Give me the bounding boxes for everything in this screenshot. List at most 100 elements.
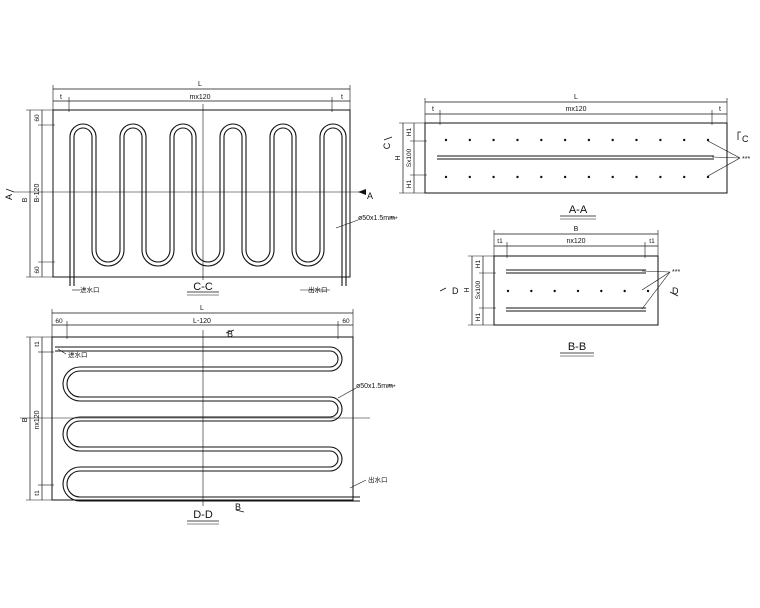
dd-pipe-inner <box>55 350 360 502</box>
view-aa <box>383 98 741 220</box>
rebar-dot <box>635 175 638 179</box>
rebar-dot <box>611 138 614 142</box>
rebar-dot <box>587 175 591 179</box>
dd-outlet-label: 出水口 <box>368 475 388 484</box>
bb-rebar-dots <box>506 289 650 293</box>
rebar-dot <box>516 138 519 142</box>
cc-view-title: C-C <box>193 281 213 293</box>
dd-dim-n120: nx120 <box>34 410 41 429</box>
cc-inlet-label: 进水口 <box>80 285 100 294</box>
rebar-dot <box>563 175 567 179</box>
aa-view-title: A-A <box>569 204 588 216</box>
cc-dim-60-bottom: 60 <box>34 266 41 274</box>
dd-dim-l: L <box>200 305 204 312</box>
rebar-dot <box>506 289 510 293</box>
bb-dim-h1-top: H1 <box>475 259 482 268</box>
rebar-dot <box>706 138 710 142</box>
dd-view-title: D-D <box>193 509 213 521</box>
dd-pipe-label: ø50x1.5mm <box>356 383 393 390</box>
dd-dim-60-right: 60 <box>342 318 350 325</box>
bb-view-title: B-B <box>568 341 586 353</box>
cc-dim-60-top: 60 <box>34 114 41 122</box>
rebar-dot <box>530 289 533 293</box>
cc-dim-l: L <box>198 81 202 88</box>
cc-dim-t-left: t <box>60 94 62 101</box>
aa-section-mark-right: C <box>742 134 749 144</box>
bb-note: *** <box>672 269 680 276</box>
rebar-dot <box>468 175 471 179</box>
bb-dim-t1-left: t1 <box>497 238 503 245</box>
rebar-dot <box>683 175 686 179</box>
view-bb <box>439 230 679 357</box>
aa-dim-s100: Sx100 <box>406 148 413 167</box>
rebar-dot <box>706 175 710 179</box>
rebar-dot <box>611 175 614 179</box>
view-cc <box>5 85 366 296</box>
cc-dim-t-right: t <box>341 94 343 101</box>
rebar-dot <box>623 289 626 293</box>
aa-dim-l: L <box>574 94 578 101</box>
cc-outlet-label: 出水口 <box>308 285 328 294</box>
rebar-dot <box>659 138 662 142</box>
aa-section-mark-left: C <box>382 142 392 149</box>
rebar-dot <box>516 175 519 179</box>
aa-dim-h1-top: H1 <box>406 127 413 136</box>
rebar-dot <box>600 289 603 293</box>
dd-dim-t1-top: t1 <box>34 341 41 347</box>
cc-slab-outline <box>52 109 351 278</box>
dd-section-mark-top: B <box>227 329 233 339</box>
rebar-dot <box>683 138 686 142</box>
view-cc-text: L mx120 t t B B-120 60 60 A A ø50x1.5mm … <box>4 81 398 294</box>
rebar-dot <box>587 138 591 142</box>
dd-slab-outline <box>51 336 354 501</box>
rebar-dot <box>540 175 543 179</box>
view-aa-text: L mx120 t t H H1 H1 Sx100 C C *** A-A <box>382 94 750 216</box>
rebar-dot <box>553 289 556 293</box>
cc-dim-b120: B-120 <box>34 184 41 203</box>
dd-dim-60-left: 60 <box>55 318 63 325</box>
dd-dim-l120: L-120 <box>193 318 211 325</box>
dd-inlet-label: 进水口 <box>68 350 88 359</box>
aa-note: *** <box>742 156 750 163</box>
bb-slab-outline <box>493 255 659 326</box>
rebar-dot <box>646 289 650 293</box>
aa-rebar-dots <box>444 138 710 179</box>
rebar-dot <box>444 175 448 179</box>
dd-dim-b: B <box>22 417 29 422</box>
rebar-dot <box>492 175 495 179</box>
bb-dim-s100: Sx100 <box>475 280 482 299</box>
rebar-dot <box>635 138 638 142</box>
bb-section-mark-left: D <box>452 286 459 296</box>
dd-pipe-suffix: *** <box>388 384 396 391</box>
dd-pipe-outer <box>55 346 360 498</box>
cc-dim-m120: mx120 <box>189 94 210 101</box>
rebar-dot <box>563 138 567 142</box>
cc-section-mark-right: A <box>367 191 373 201</box>
aa-dim-m120: mx120 <box>565 106 586 113</box>
aa-dim-t-left: t <box>432 106 434 113</box>
cc-pipe-inner <box>73 127 343 286</box>
bb-dim-h1-bottom: H1 <box>475 312 482 321</box>
cc-dim-b: B <box>22 197 29 202</box>
cc-pipe-suffix: *** <box>390 216 398 223</box>
bb-dim-h: H <box>464 287 471 292</box>
bb-dim-b: B <box>574 226 579 233</box>
bb-dim-n120: nx120 <box>566 238 585 245</box>
view-dd <box>20 309 370 525</box>
cc-section-mark-left: A <box>4 194 14 200</box>
aa-dim-t-right: t <box>719 106 721 113</box>
rebar-dot <box>659 175 662 179</box>
rebar-dot <box>492 138 495 142</box>
dd-section-mark-bottom: B <box>235 502 241 512</box>
dd-dim-t1-bottom: t1 <box>34 490 41 496</box>
bb-dim-t1-right: t1 <box>649 238 655 245</box>
rebar-dot <box>444 138 448 142</box>
cc-pipe-outer <box>69 123 347 286</box>
aa-slab-outline <box>424 122 728 194</box>
bb-section-mark-right: D <box>672 286 679 296</box>
view-bb-text: B nx120 t1 t1 H H1 H1 Sx100 D D *** B-B <box>452 226 680 353</box>
view-dd-text: L L-120 60 60 B nx120 t1 t1 B B ø50x1.5m… <box>22 305 396 521</box>
aa-dim-h: H <box>395 155 402 160</box>
rebar-dot <box>576 289 580 293</box>
